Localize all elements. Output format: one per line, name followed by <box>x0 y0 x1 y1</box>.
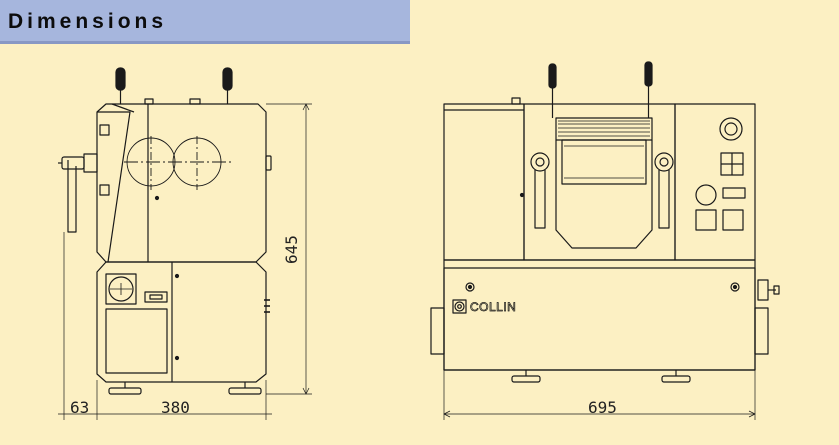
title-bar: Dimensions <box>0 0 410 44</box>
gap-adjusters <box>530 152 674 229</box>
dimension-side-depth-label: 380 <box>161 398 190 417</box>
dimension-front-width-label: 695 <box>588 398 617 417</box>
front-view <box>430 61 780 420</box>
control-panel <box>695 117 746 231</box>
front-dimension-lines <box>443 370 756 420</box>
front-base <box>443 259 756 371</box>
side-crank-lever <box>58 153 98 233</box>
dimension-side-offset-label: 63 <box>70 398 89 417</box>
front-handles <box>548 61 653 118</box>
side-handles <box>115 67 233 104</box>
side-dimension-lines <box>58 103 312 420</box>
side-upper-body <box>96 103 267 263</box>
page-title: Dimensions <box>8 10 168 33</box>
brand-logo-text: COLLIN <box>470 300 516 314</box>
side-view <box>58 67 312 420</box>
side-lower-body <box>96 261 267 383</box>
side-feet <box>108 382 262 395</box>
front-feet <box>511 370 691 383</box>
dimension-height-label: 645 <box>282 235 301 264</box>
side-rollers <box>124 136 232 190</box>
